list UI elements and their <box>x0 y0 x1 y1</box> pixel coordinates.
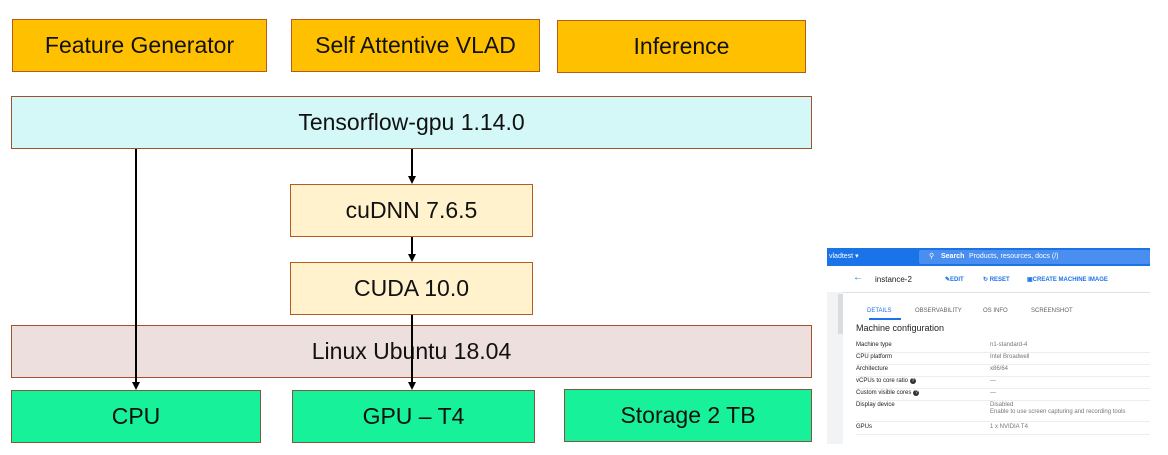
gpu-box: GPU – T4 <box>292 390 535 443</box>
self-attentive-vlad-label: Self Attentive VLAD <box>315 32 516 58</box>
config-row: vCPUs to core ratio? — <box>856 376 1150 389</box>
section-title: Machine configuration <box>856 323 945 333</box>
storage-box: Storage 2 TB <box>564 389 812 442</box>
back-arrow-icon[interactable]: ← <box>853 272 863 283</box>
sidebar-scrollbar[interactable] <box>838 294 843 334</box>
tab-details[interactable]: DETAILS <box>867 308 892 314</box>
inference-label: Inference <box>633 33 730 59</box>
cuda-box: CUDA 10.0 <box>290 262 533 315</box>
feature-generator-label: Feature Generator <box>44 32 235 58</box>
inference-box: Inference <box>557 20 806 73</box>
cpu-label: CPU <box>111 403 161 429</box>
cpu-box: CPU <box>11 390 261 443</box>
project-selector[interactable]: vladtest ▾ <box>829 253 859 260</box>
console-screenshot: vladtest ▾ ⚲ Search Products, resources,… <box>827 248 1150 444</box>
help-icon[interactable]: ? <box>913 390 920 396</box>
search-icon: ⚲ <box>929 253 935 260</box>
tab-observability[interactable]: OBSERVABILITY <box>915 308 962 314</box>
instance-title: instance-2 <box>875 275 912 284</box>
help-icon[interactable]: ? <box>910 378 917 384</box>
tensorflow-box: Tensorflow-gpu 1.14.0 <box>11 96 812 149</box>
reset-button[interactable]: ↻ RESET <box>983 277 1010 283</box>
edit-button[interactable]: ✎EDIT <box>945 277 964 283</box>
console-sidebar <box>827 292 843 444</box>
config-row: Custom visible cores? — <box>856 388 1150 401</box>
cudnn-label: cuDNN 7.6.5 <box>345 197 478 223</box>
cudnn-box: cuDNN 7.6.5 <box>290 184 533 237</box>
console-topbar: vladtest ▾ ⚲ Search Products, resources,… <box>827 248 1150 266</box>
console-search[interactable]: ⚲ Search Products, resources, docs (/) <box>919 250 1150 264</box>
search-placeholder: Products, resources, docs (/) <box>969 253 1059 260</box>
linux-box: Linux Ubuntu 18.04 <box>11 325 812 378</box>
active-tab-indicator <box>869 318 901 320</box>
config-row: Display device Disabled Enable to use sc… <box>856 400 1150 422</box>
linux-label: Linux Ubuntu 18.04 <box>311 338 512 364</box>
self-attentive-vlad-box: Self Attentive VLAD <box>291 19 540 72</box>
tab-os-info[interactable]: OS INFO <box>983 308 1008 314</box>
gpu-label: GPU – T4 <box>362 403 465 429</box>
instance-tabs: DETAILS OBSERVABILITY OS INFO SCREENSHOT <box>845 306 1150 320</box>
cuda-label: CUDA 10.0 <box>353 275 470 301</box>
create-machine-image-button[interactable]: ▣CREATE MACHINE IMAGE <box>1027 277 1108 283</box>
feature-generator-box: Feature Generator <box>12 19 267 72</box>
tab-screenshot[interactable]: SCREENSHOT <box>1031 308 1073 314</box>
instance-header: ← instance-2 ✎EDIT ↻ RESET ▣CREATE MACHI… <box>827 266 1150 293</box>
storage-label: Storage 2 TB <box>620 402 756 428</box>
tensorflow-label: Tensorflow-gpu 1.14.0 <box>298 109 525 135</box>
search-label: Search <box>941 253 965 260</box>
